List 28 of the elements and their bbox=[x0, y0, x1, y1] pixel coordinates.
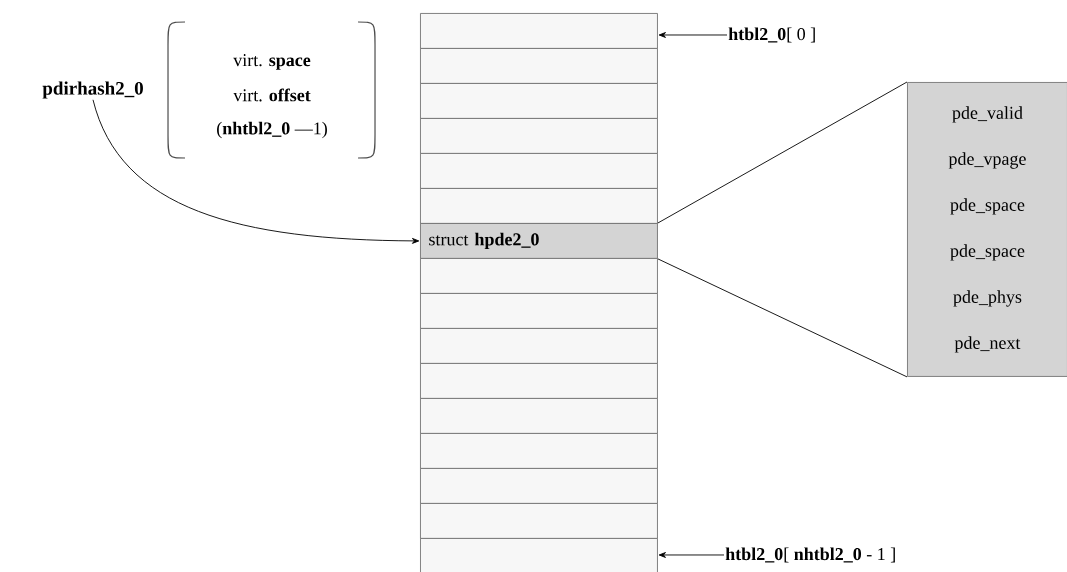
pointer-label: pdirhash2_0 bbox=[42, 81, 143, 99]
table-row bbox=[420, 537, 658, 572]
bracket-text: virt. space bbox=[233, 54, 311, 70]
table-row bbox=[420, 433, 658, 469]
table-row bbox=[420, 258, 658, 294]
table-row bbox=[420, 503, 658, 539]
bracket-text: virt. offset bbox=[233, 88, 311, 102]
table-row bbox=[420, 363, 658, 399]
struct-row: struct hpde2_0 bbox=[420, 223, 658, 259]
table-row bbox=[420, 293, 658, 329]
arrow bbox=[658, 552, 725, 558]
zoom-line bbox=[657, 258, 908, 378]
table-row bbox=[420, 118, 658, 154]
table-row bbox=[420, 398, 658, 434]
table-row bbox=[420, 83, 658, 119]
table-row bbox=[420, 48, 658, 84]
table-row bbox=[420, 153, 658, 189]
table-row bbox=[420, 13, 658, 49]
table-row bbox=[420, 188, 658, 224]
index-label: htbl2_0[ 0 ] bbox=[728, 27, 815, 43]
zoom-line bbox=[657, 81, 908, 224]
index-label: htbl2_0[ nhtbl2_0 - 1 ] bbox=[725, 547, 895, 563]
table-row bbox=[420, 328, 658, 364]
arrow bbox=[658, 32, 728, 38]
arrow bbox=[92, 99, 420, 244]
bracket-text: (nhtbl2_0 —1) bbox=[217, 121, 327, 139]
table-row bbox=[420, 468, 658, 504]
fields-box: pde_valid pde_vpage pde_space pde_space pde_phys pde_next bbox=[907, 82, 1067, 377]
